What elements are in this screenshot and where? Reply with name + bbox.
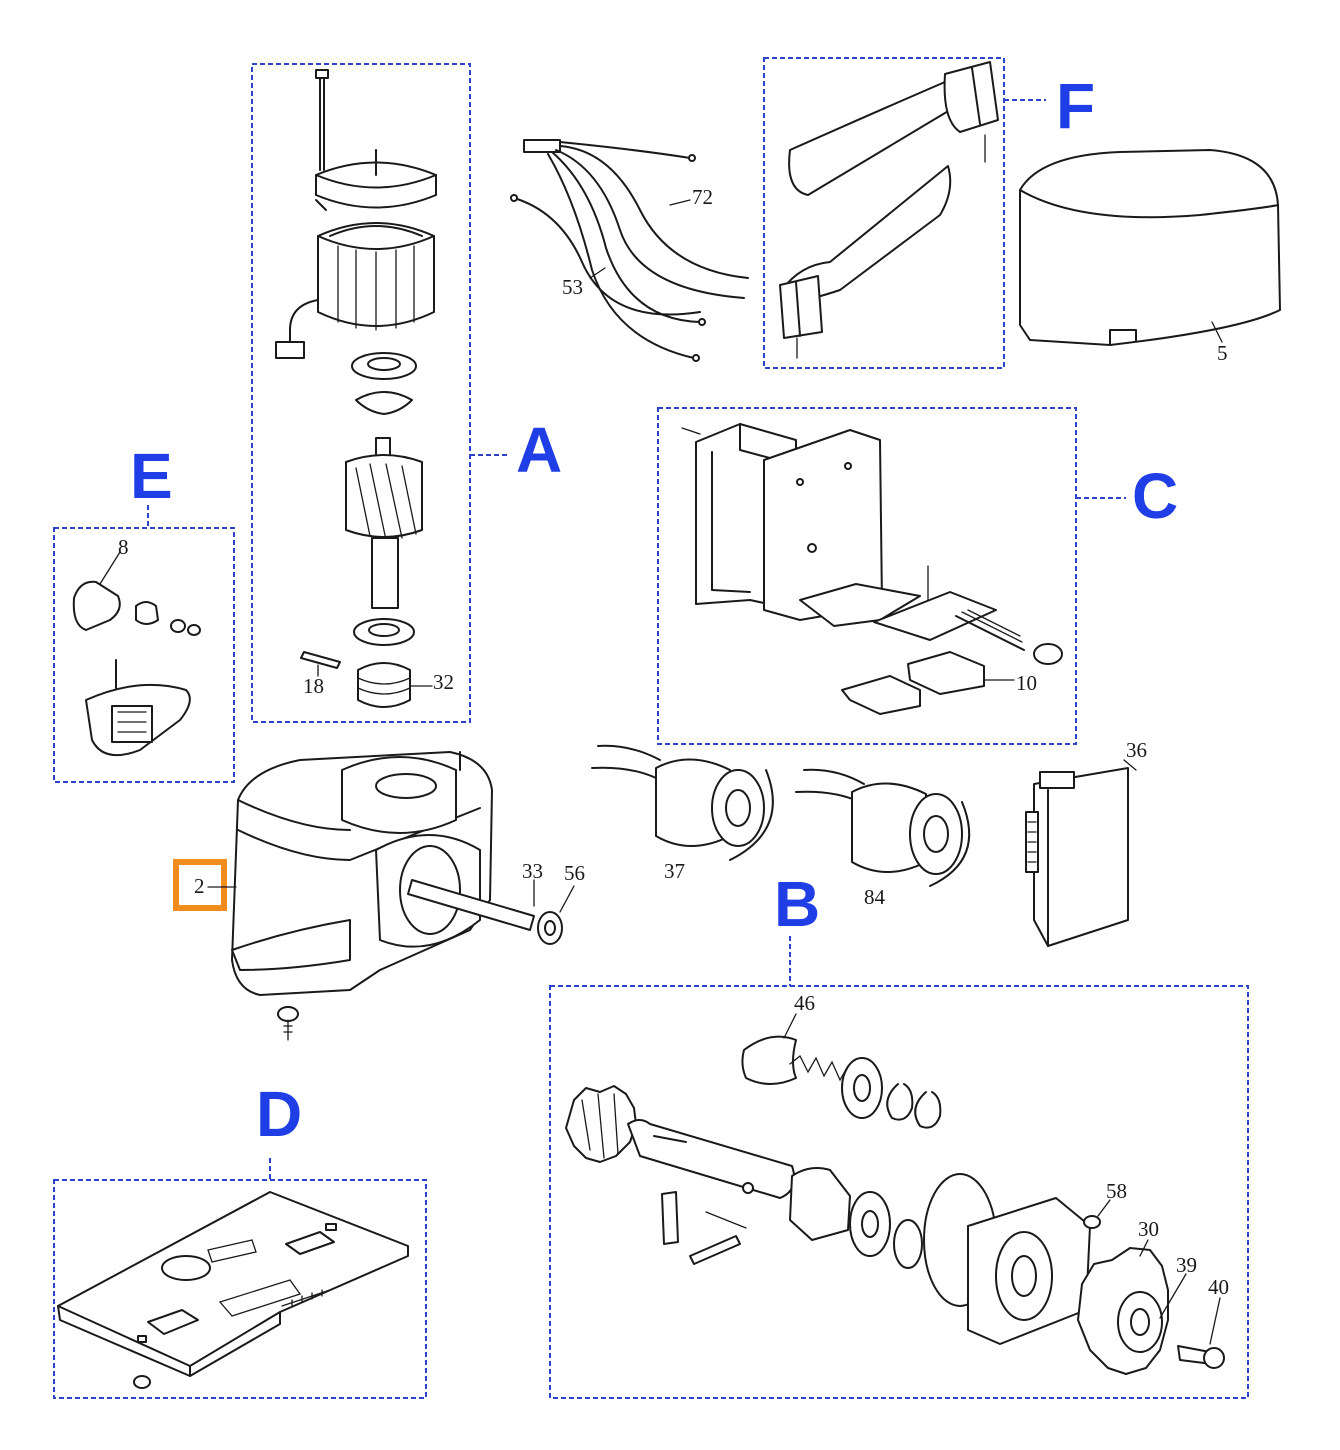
- part-label-32[interactable]: 32: [433, 670, 454, 694]
- part-label-84[interactable]: 84: [864, 885, 886, 909]
- cover-drawing: [1019, 149, 1281, 346]
- base-plate-drawing: [57, 1191, 409, 1389]
- part-label-33[interactable]: 33: [522, 859, 543, 883]
- group-f-box: [763, 57, 1005, 369]
- part-18-drawing: [300, 651, 341, 669]
- group-a: A: [251, 63, 562, 723]
- part-label-8[interactable]: 8: [118, 535, 129, 559]
- part-label-46[interactable]: 46: [794, 991, 815, 1015]
- group-f-label[interactable]: F: [1056, 70, 1095, 142]
- group-f: F: [763, 57, 1095, 369]
- part-label-72[interactable]: 72: [692, 185, 713, 209]
- capacitor-84-drawing: [795, 768, 971, 887]
- part-33-drawing: [407, 879, 535, 931]
- part-label-5[interactable]: 5: [1217, 341, 1228, 365]
- group-a-label[interactable]: A: [516, 414, 562, 486]
- group-e-box: [53, 527, 235, 783]
- part-label-10[interactable]: 10: [1016, 671, 1037, 695]
- part-label-36[interactable]: 36: [1126, 738, 1147, 762]
- limit-switch-bracket-drawing: [681, 423, 1063, 715]
- group-b-box: [549, 985, 1249, 1399]
- motor-assembly-drawing: [275, 69, 437, 708]
- group-d: D: [53, 1078, 427, 1399]
- part-label-2[interactable]: 2: [194, 874, 205, 898]
- group-e: E 8: [53, 440, 235, 783]
- motor-connector-plug: [275, 341, 305, 359]
- part-label-37[interactable]: 37: [664, 859, 685, 883]
- part-label-40[interactable]: 40: [1208, 1275, 1229, 1299]
- control-board-drawing: [1025, 759, 1137, 947]
- group-d-label[interactable]: D: [256, 1078, 302, 1150]
- group-c: C 10: [657, 407, 1178, 745]
- part-label-39[interactable]: 39: [1176, 1253, 1197, 1277]
- group-c-box: [657, 407, 1077, 745]
- highlight-part-2: [173, 859, 227, 911]
- group-e-label[interactable]: E: [130, 440, 173, 512]
- part-label-30[interactable]: 30: [1138, 1217, 1159, 1241]
- part-32-drawing: [357, 662, 411, 708]
- part-label-56[interactable]: 56: [564, 861, 585, 885]
- release-lever-drawing: [779, 61, 999, 359]
- group-a-box: [251, 63, 471, 723]
- part-label-53[interactable]: 53: [562, 275, 583, 299]
- gear-train-drawing: [565, 1035, 1225, 1375]
- gearmotor-housing: [231, 751, 563, 1041]
- encoder-drawing: [72, 580, 201, 757]
- group-d-box: [53, 1179, 427, 1399]
- group-c-label[interactable]: C: [1132, 460, 1178, 532]
- part-label-18[interactable]: 18: [303, 674, 324, 698]
- part-label-58[interactable]: 58: [1106, 1179, 1127, 1203]
- group-b: B: [549, 868, 1249, 1399]
- capacitor-37-drawing: [591, 744, 774, 861]
- wire-harness: [510, 139, 749, 362]
- group-b-label[interactable]: B: [774, 868, 820, 940]
